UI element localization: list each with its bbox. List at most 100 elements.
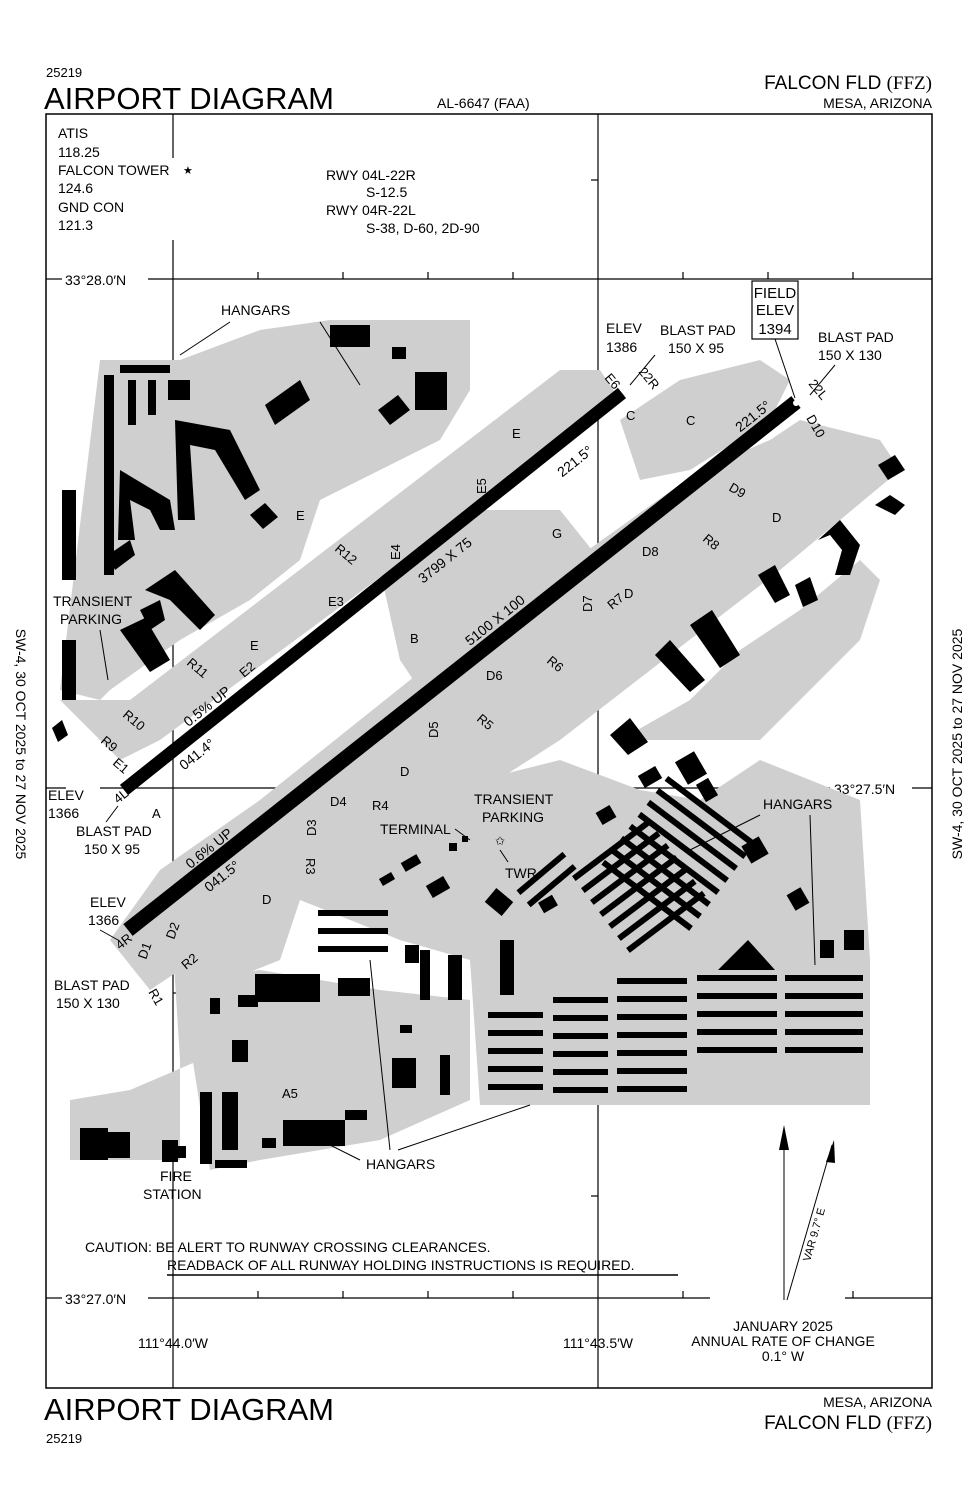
runway-info-block: RWY 04L-22R S-12.5 RWY 04R-22L S-38, D-6… <box>326 167 480 236</box>
taxiway-e-2: E <box>250 638 259 653</box>
tower-star-icon: ✩ <box>495 834 505 848</box>
airport-name: FALCON FLD (FFZ) <box>764 73 932 94</box>
taxiway-e4: E4 <box>388 544 403 560</box>
terminal-label: TERMINAL <box>380 821 451 837</box>
caution-line2: READBACK OF ALL RUNWAY HOLDING INSTRUCTI… <box>167 1257 635 1273</box>
taxiway-d3: D3 <box>304 819 319 836</box>
taxiway-r3: R3 <box>303 858 318 875</box>
footer-chart-number: 25219 <box>46 1431 82 1446</box>
taxiway-d-3: D <box>262 892 271 907</box>
elev-4r-label: ELEV <box>90 894 126 910</box>
rwy1-label: RWY 04L-22R <box>326 167 416 183</box>
taxiway-d7: D7 <box>580 595 595 612</box>
taxiway-d-2: D <box>400 764 409 779</box>
runway-04r-22l <box>123 396 801 936</box>
transient-parking-w-line2: PARKING <box>60 611 122 627</box>
taxiway-d2: D2 <box>163 920 183 941</box>
rwy2-strength: S-38, D-60, 2D-90 <box>366 220 480 236</box>
side-note-right: SW-4, 30 OCT 2025 to 27 NOV 2025 <box>949 628 965 859</box>
taxiway-d8: D8 <box>642 544 659 559</box>
chart-id: AL-6647 (FAA) <box>437 95 530 111</box>
taxiway-r1: R1 <box>145 986 166 1008</box>
leader-lines <box>99 321 836 1161</box>
rwy-end-22r-label: 22R <box>636 364 663 392</box>
mag-variation: VAR 9.7° E <box>801 1207 828 1263</box>
taxiway-d-1: D <box>624 586 633 601</box>
caution-line1: CAUTION: BE ALERT TO RUNWAY CROSSING CLE… <box>85 1239 491 1255</box>
blast-pad-4l-dims: 150 X 95 <box>84 841 140 857</box>
transient-parking-w-line1: TRANSIENT <box>53 593 133 609</box>
elev-4r-value: 1366 <box>88 912 119 928</box>
elev-4l-value: 1366 <box>48 805 79 821</box>
tower-freq: 124.6 <box>58 180 93 196</box>
atis-label: ATIS <box>58 125 88 141</box>
lat-mid-label: 33°27.5′N <box>834 781 895 797</box>
taxiway-g: G <box>552 526 562 541</box>
taxiway-d1: D1 <box>135 940 155 961</box>
hangars-label-s: HANGARS <box>366 1156 435 1172</box>
blast-pad-4r-label: BLAST PAD <box>54 977 130 993</box>
taxiway-a5: A5 <box>282 1086 298 1101</box>
taxiway-b: B <box>410 631 419 646</box>
field-elev-line2: ELEV <box>756 302 794 319</box>
taxiway-e3: E3 <box>328 594 344 609</box>
footer-airport-name-text: FALCON FLD <box>764 1413 881 1434</box>
north-arrow-icon <box>779 1125 835 1301</box>
lat-top-label: 33°28.0′N <box>65 272 126 288</box>
footer-title: AIRPORT DIAGRAM <box>44 1392 334 1427</box>
mag-rate: 0.1° W <box>762 1348 805 1364</box>
field-elev-leader <box>774 338 796 399</box>
taxiway-d5: D5 <box>426 721 441 738</box>
rwy1-strength: S-12.5 <box>366 184 407 200</box>
taxiway-e5: E5 <box>474 478 489 494</box>
lat-bottom-label: 33°27.0′N <box>65 1291 126 1307</box>
taxiway-r4: R4 <box>372 798 389 813</box>
ground-label: GND CON <box>58 199 124 215</box>
page-title: AIRPORT DIAGRAM <box>44 81 334 116</box>
taxiway-d9: D9 <box>727 480 749 501</box>
taxiway-e-3: E <box>296 508 305 523</box>
taxiway-d4: D4 <box>330 794 347 809</box>
taxiway-c-1: C <box>626 408 635 423</box>
lon-right-label: 111°43.5′W <box>563 1335 634 1351</box>
fire-station-line1: FIRE <box>160 1168 192 1184</box>
annotations: ELEV 1386 BLAST PAD 150 X 95 BLAST PAD 1… <box>48 302 894 1202</box>
taxiway-c-2: C <box>686 413 695 428</box>
airport-id: (FFZ) <box>887 73 932 94</box>
chart-frame <box>45 113 933 1389</box>
blast-pad-4r-dims: 150 X 130 <box>56 995 120 1011</box>
taxiway-a: A <box>152 806 161 821</box>
star-icon: ★ <box>183 165 193 177</box>
field-elev-value: 1394 <box>758 321 791 338</box>
comms-block: ATIS 118.25 FALCON TOWER ★ 124.6 GND CON… <box>58 125 193 233</box>
transient-parking-e-line1: TRANSIENT <box>474 791 554 807</box>
hangars-label-nw: HANGARS <box>221 302 290 318</box>
footer-airport-name: FALCON FLD (FFZ) <box>764 1413 932 1434</box>
transient-parking-e-line2: PARKING <box>482 809 544 825</box>
taxiway-e1: E1 <box>110 755 132 777</box>
chart-number: 25219 <box>46 65 82 80</box>
taxiway-d6: D6 <box>486 668 503 683</box>
ground-freq: 121.3 <box>58 217 93 233</box>
elev-22r-label: ELEV <box>606 320 642 336</box>
blast-pad-22r-label: BLAST PAD <box>660 322 736 338</box>
hangars-label-se: HANGARS <box>763 796 832 812</box>
taxiway-e-1: E <box>512 426 521 441</box>
blast-pad-22l-dims: 150 X 130 <box>818 347 882 363</box>
blast-pad-22r-dims: 150 X 95 <box>668 340 724 356</box>
blast-pad-4l-label: BLAST PAD <box>76 823 152 839</box>
buildings <box>52 325 905 1168</box>
atis-freq: 118.25 <box>58 144 100 160</box>
mag-date: JANUARY 2025 <box>733 1318 833 1334</box>
tower-label: FALCON TOWER <box>58 162 170 178</box>
airport-city: MESA, ARIZONA <box>823 95 933 111</box>
lon-left-label: 111°44.0′W <box>138 1335 209 1351</box>
footer-city: MESA, ARIZONA <box>823 1394 933 1410</box>
side-note-left: SW-4, 30 OCT 2025 to 27 NOV 2025 <box>13 629 29 860</box>
elev-4l-label: ELEV <box>48 787 84 803</box>
taxiway-d-4: D <box>772 510 781 525</box>
field-elev-box <box>751 280 799 340</box>
fire-station-line2: STATION <box>143 1186 202 1202</box>
rwy2-label: RWY 04R-22L <box>326 202 416 218</box>
